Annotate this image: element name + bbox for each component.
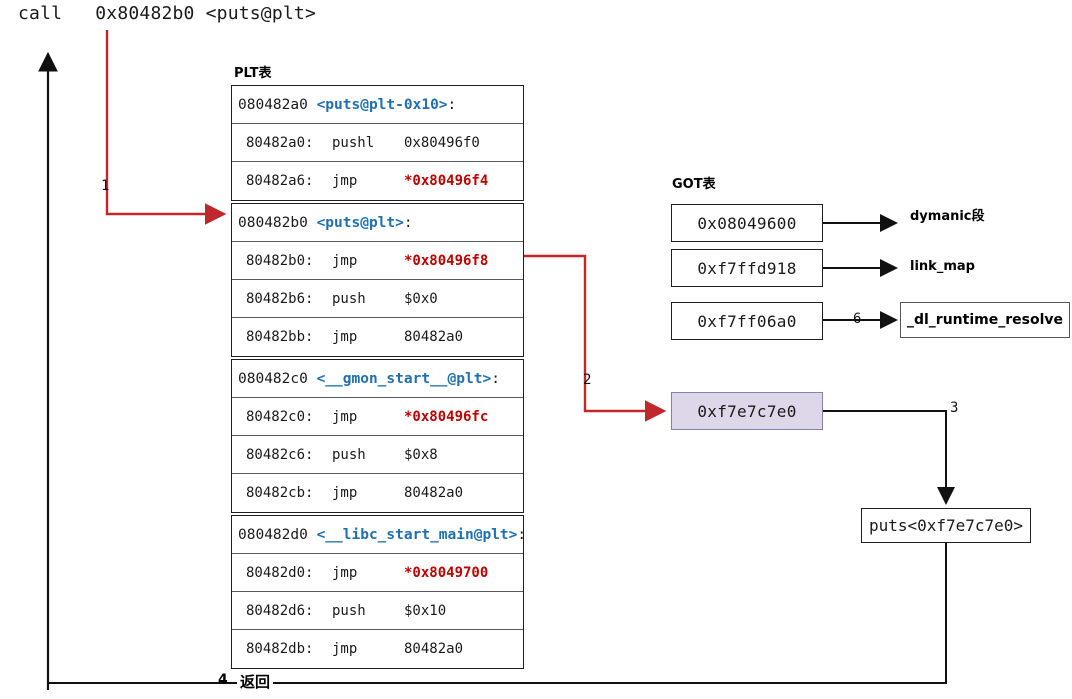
got-entry-2[interactable]: 0xf7ff06a0: [671, 302, 823, 340]
plt-instruction-row: 80482bb: jmp 80482a0: [232, 318, 523, 356]
plt-instruction-mnemonic: jmp: [332, 252, 358, 269]
plt-instruction-mnemonic: push: [332, 290, 366, 307]
call-to-plt-arrow: [105, 30, 227, 225]
plt-header-address: 080482a0: [238, 96, 317, 113]
step-label-1: 1: [101, 178, 110, 194]
plt-group: 080482b0 <puts@plt>: 80482b0: jmp *0x80496f…: [231, 203, 524, 357]
plt-instruction-row: 80482a6: jmp *0x80496f4: [232, 162, 523, 200]
got-highlight-to-puts-arrow: [823, 410, 955, 505]
plt-header-symbol: <puts@plt-0x10>: [316, 96, 448, 113]
plt-instruction-address: 80482a6:: [246, 173, 314, 189]
dl-runtime-resolve-box[interactable]: _dl_runtime_resolve: [900, 302, 1070, 338]
plt-instruction-operand: 80482a0: [404, 641, 464, 657]
plt-instruction-operand: $0x10: [404, 602, 447, 619]
plt-header-colon: :: [447, 96, 457, 113]
plt-header-address: 080482c0: [238, 370, 317, 387]
link-map-label: link_map: [910, 259, 975, 274]
plt-group-header: 080482b0 <puts@plt>:: [232, 204, 523, 242]
plt-instruction-operand: *0x8049700: [404, 564, 489, 581]
puts-resolved-box[interactable]: puts<0xf7e7c7e0>: [861, 508, 1031, 543]
plt-instruction-mnemonic: push: [332, 602, 366, 619]
plt-instruction-row: 80482d6: push $0x10: [232, 592, 523, 630]
plt-instruction-address: 80482c0:: [246, 408, 314, 425]
plt-instruction-mnemonic: jmp: [332, 485, 358, 501]
plt-header-symbol: <__gmon_start__@plt>: [316, 370, 492, 387]
plt-header-colon: :: [403, 214, 413, 231]
plt-group: 080482a0 <puts@plt-0x10>: 80482a0: pushl 0x…: [231, 85, 524, 201]
plt-instruction-operand: 80482a0: [404, 485, 464, 501]
plt-instruction-address: 80482d0:: [246, 564, 314, 581]
plt-instruction-mnemonic: jmp: [332, 408, 358, 425]
plt-instruction-operand: $0x8: [404, 446, 438, 463]
plt-instruction-mnemonic: jmp: [332, 564, 358, 581]
step-label-4: 4: [218, 672, 228, 688]
got-entry-highlighted[interactable]: 0xf7e7c7e0: [671, 392, 823, 430]
plt-header-colon: :: [491, 370, 500, 387]
plt-instruction-mnemonic: push: [332, 446, 366, 463]
plt-table-caption: PLT表: [234, 66, 272, 81]
plt-instruction-operand: *0x80496f8: [404, 252, 489, 269]
plt-instruction-operand: *0x80496fc: [404, 408, 489, 425]
plt-instruction-mnemonic: pushl: [332, 134, 375, 151]
plt-instruction-row: 80482b6: push $0x0: [232, 280, 523, 318]
plt-instruction-address: 80482c6:: [246, 446, 314, 463]
plt-instruction-operand: $0x0: [404, 290, 438, 307]
return-label: 返回: [237, 671, 274, 692]
plt-instruction-address: 80482a0:: [246, 134, 314, 151]
plt-to-got-arrow: [524, 254, 667, 422]
plt-header-address: 080482d0: [238, 526, 317, 543]
step-label-2: 2: [583, 372, 592, 388]
plt-instruction-row: 80482c0: jmp *0x80496fc: [232, 398, 523, 436]
got-entry-0[interactable]: 0x08049600: [671, 204, 823, 242]
plt-instruction-operand: 0x80496f0: [404, 134, 480, 151]
plt-header-symbol: <puts@plt>: [316, 214, 404, 231]
plt-instruction-mnemonic: jmp: [332, 641, 358, 657]
plt-group: 080482c0 <__gmon_start__@plt>: 80482c0: jm…: [231, 359, 524, 513]
plt-instruction-address: 80482bb:: [246, 329, 314, 345]
plt-header-address: 080482b0: [238, 214, 317, 231]
step-label-3: 3: [950, 400, 959, 416]
got-table-caption: GOT表: [672, 177, 716, 192]
dynamic-segment-label: dymanic段: [910, 209, 985, 224]
plt-instruction-row: 80482b0: jmp *0x80496f8: [232, 242, 523, 280]
plt-instruction-address: 80482b0:: [246, 252, 314, 269]
plt-table: 080482a0 <puts@plt-0x10>: 80482a0: pushl 0x…: [231, 85, 527, 671]
plt-instruction-mnemonic: jmp: [332, 329, 358, 345]
plt-instruction-row: 80482d0: jmp *0x8049700: [232, 554, 523, 592]
plt-instruction-operand: 80482a0: [404, 329, 464, 345]
step-label-6: 6: [853, 311, 862, 327]
plt-header-symbol: <__libc_start_main@plt>: [316, 526, 518, 543]
plt-instruction-row: 80482cb: jmp 80482a0: [232, 474, 523, 512]
plt-group-header: 080482a0 <puts@plt-0x10>:: [232, 86, 523, 124]
plt-instruction-address: 80482d6:: [246, 602, 314, 619]
plt-instruction-mnemonic: jmp: [332, 173, 358, 189]
plt-instruction-address: 80482b6:: [246, 290, 314, 307]
plt-instruction-row: 80482c6: push $0x8: [232, 436, 523, 474]
plt-instruction-row: 80482a0: pushl 0x80496f0: [232, 124, 523, 162]
got-entry-1[interactable]: 0xf7ffd918: [671, 249, 823, 287]
plt-header-colon: :: [517, 526, 527, 543]
plt-group-header: 080482c0 <__gmon_start__@plt>:: [232, 360, 523, 398]
plt-instruction-address: 80482db:: [246, 641, 314, 657]
plt-group: 080482d0 <__libc_start_main@plt>:80482d0…: [231, 515, 527, 669]
plt-instruction-operand: *0x80496f4: [404, 173, 489, 189]
plt-group-header: 080482d0 <__libc_start_main@plt>:: [232, 516, 527, 554]
call-instruction: call 0x80482b0 <puts@plt>: [18, 3, 316, 24]
plt-instruction-address: 80482cb:: [246, 485, 314, 501]
plt-instruction-row: 80482db: jmp 80482a0: [232, 630, 523, 668]
